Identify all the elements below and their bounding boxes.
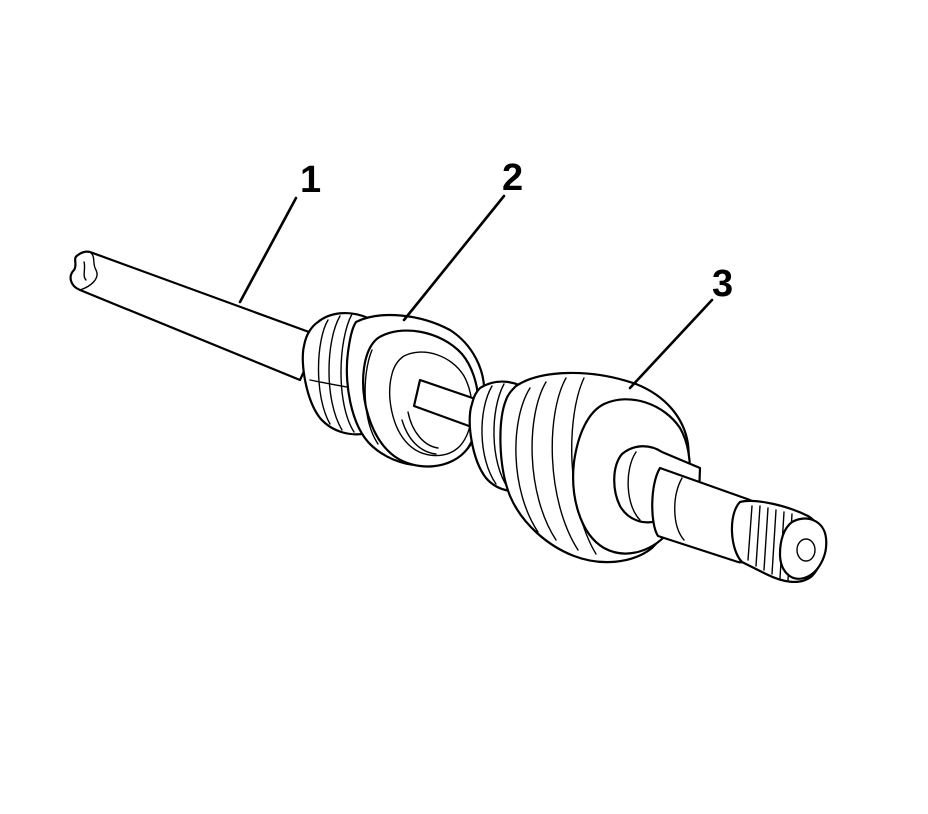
leader-line-2: [402, 194, 506, 322]
axle-shaft: [69, 250, 322, 382]
callout-2: 2: [502, 157, 523, 199]
cv-joint: [468, 371, 828, 583]
leader-line-3: [628, 298, 714, 390]
boot-seal: [301, 312, 486, 468]
callout-1: 1: [300, 159, 321, 201]
callout-3: 3: [712, 263, 733, 305]
leader-line-1: [238, 196, 298, 304]
